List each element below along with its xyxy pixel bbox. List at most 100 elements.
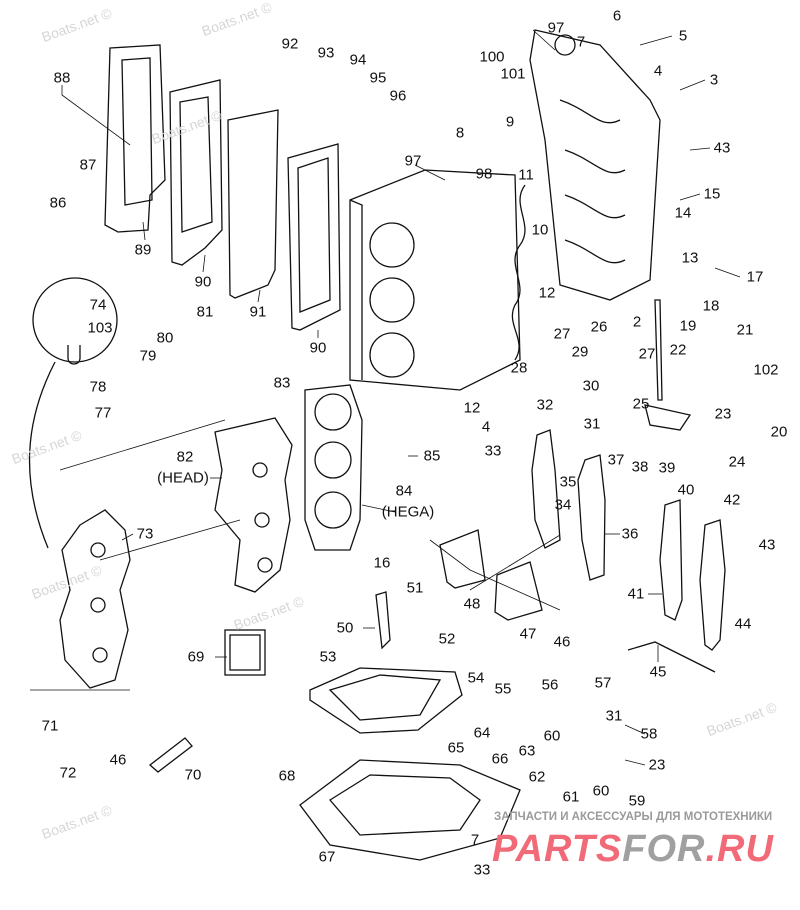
part-label: 78: [89, 378, 107, 396]
part-label: 83: [273, 374, 291, 392]
part-label: 77: [94, 404, 112, 422]
exhaust-cover-89: [104, 44, 166, 233]
part-label: 103: [87, 319, 113, 337]
cylinder-head-82: [214, 417, 293, 593]
bracket-50: [375, 591, 391, 650]
spark-plug-70: [148, 737, 193, 773]
box-69: [224, 629, 266, 676]
part-label: 34: [554, 496, 572, 514]
part-label: 3: [709, 71, 719, 89]
cover-42: [699, 519, 726, 651]
part-label: 87: [79, 156, 97, 174]
part-label: 17: [746, 268, 764, 286]
part-label: 4: [653, 62, 663, 80]
part-label: 28: [510, 359, 528, 377]
part-label: 27: [638, 345, 656, 363]
part-label: 70: [184, 766, 202, 784]
part-label: 52: [438, 630, 456, 648]
part-label: 26: [590, 318, 608, 336]
bypass-cover-34: [531, 429, 561, 549]
part-label: 45: [649, 663, 667, 681]
part-label: 24: [728, 453, 746, 471]
part-label: 40: [677, 481, 695, 499]
part-label: 44: [734, 615, 752, 633]
gasket-90-b: [287, 143, 341, 331]
part-label: 8: [455, 124, 465, 142]
tagline: ЗАПЧАСТИ И АКСЕССУАРЫ ДЛЯ МОТОТЕХНИКИ: [494, 811, 773, 823]
part-label: 90: [194, 273, 212, 291]
part-label: 81: [196, 303, 214, 321]
part-label: 86: [49, 194, 67, 212]
cylinder-block: [349, 169, 521, 391]
part-label: 30: [582, 377, 600, 395]
part-label: 66: [491, 750, 509, 768]
part-label: 48: [463, 595, 481, 613]
part-label: 59: [628, 792, 646, 810]
part-label: (HEGA): [381, 503, 435, 521]
part-label: 84: [395, 482, 413, 500]
part-label: 58: [640, 725, 658, 743]
part-label: 4: [481, 418, 491, 436]
part-label: 25: [632, 395, 650, 413]
crankcase-97: [529, 29, 661, 301]
plate-91: [227, 109, 279, 299]
part-label: 50: [336, 619, 354, 637]
part-label: 74: [89, 296, 107, 314]
part-label: 31: [583, 415, 601, 433]
part-label: 93: [317, 44, 335, 62]
part-label: 97: [404, 152, 422, 170]
part-label: 61: [562, 788, 580, 806]
part-label: 22: [669, 341, 687, 359]
part-label: 100: [479, 48, 505, 66]
gasket-90-a: [169, 79, 223, 266]
gasket-53: [309, 667, 463, 734]
part-label: 55: [494, 680, 512, 698]
part-label: 60: [592, 782, 610, 800]
part-label: 38: [631, 458, 649, 476]
part-label: 95: [369, 69, 387, 87]
part-label: 11: [518, 166, 534, 184]
part-label: 82: [176, 448, 194, 466]
part-label: 13: [681, 249, 699, 267]
part-label: 92: [281, 35, 299, 53]
hose-11: [511, 184, 526, 361]
part-label: 35: [559, 473, 577, 491]
part-label: 62: [528, 768, 546, 786]
adapter-67: [299, 759, 521, 861]
part-label: 21: [736, 321, 754, 339]
part-label: 47: [519, 625, 537, 643]
part-label: 15: [703, 185, 721, 203]
part-label: 43: [713, 139, 731, 157]
part-label: (HEAD): [157, 469, 209, 487]
head-gasket-84: [304, 384, 363, 551]
part-label: 73: [136, 525, 154, 543]
part-label: 23: [714, 405, 732, 423]
part-label: 10: [531, 221, 549, 239]
part-label: 27: [553, 325, 571, 343]
part-label: 46: [553, 633, 571, 651]
part-label: 18: [702, 297, 720, 315]
part-label: 20: [770, 423, 788, 441]
part-label: 97: [547, 19, 565, 37]
part-label: 96: [389, 87, 407, 105]
part-label: 69: [187, 648, 205, 666]
part-label: 23: [648, 756, 666, 774]
part-label: 85: [423, 447, 441, 465]
part-label: 72: [59, 764, 77, 782]
part-label: 12: [463, 399, 481, 417]
circle-detail: [28, 277, 118, 549]
part-label: 39: [658, 459, 676, 477]
part-label: 42: [723, 491, 741, 509]
cover-36: [577, 454, 606, 581]
part-label: 19: [679, 317, 697, 335]
part-label: 31: [605, 707, 623, 725]
linkage-19: [644, 299, 692, 431]
part-label: 51: [406, 579, 424, 597]
part-label: 7: [470, 831, 480, 849]
part-label: 2: [632, 313, 642, 331]
plate-47: [494, 561, 543, 621]
part-label: 101: [500, 65, 526, 83]
cover-41: [659, 499, 683, 621]
